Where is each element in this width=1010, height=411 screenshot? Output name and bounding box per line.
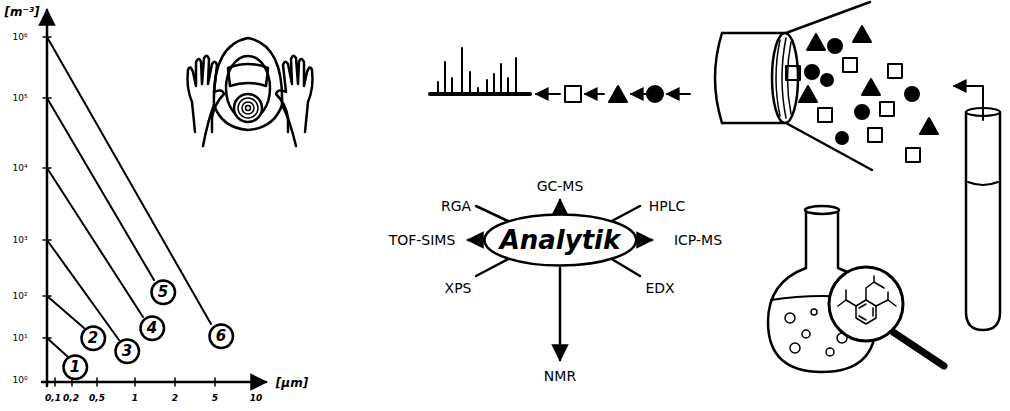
analyzer-cylinder <box>715 2 872 170</box>
callout-circle: 2 <box>80 325 107 352</box>
callout-number: 5 <box>158 284 168 301</box>
cleanroom-person <box>188 38 313 146</box>
method-label: ICP-MS <box>674 232 722 248</box>
method-label: XPS <box>445 280 472 296</box>
test-tube <box>954 86 1000 330</box>
method-title: Analytik <box>500 226 621 255</box>
callout-circle: 1 <box>62 354 89 381</box>
callout-number: 1 <box>70 359 80 376</box>
axis-label: 10 <box>250 393 263 403</box>
method-label: HPLC <box>649 198 686 214</box>
axis-label: 2 <box>172 393 178 403</box>
callout-number: 6 <box>216 328 226 345</box>
particles <box>786 26 938 162</box>
axis-label: 0,2 <box>63 393 79 403</box>
callout-circle: 6 <box>208 323 235 350</box>
callout-number: 4 <box>147 320 157 337</box>
method-label: EDX <box>645 280 674 296</box>
axis-label: 10⁵ <box>12 93 27 103</box>
axis-label: 10⁶ <box>12 32 27 42</box>
axis-label: 10¹ <box>12 333 27 343</box>
axis-label: 10⁰ <box>12 375 27 385</box>
callout-number: 3 <box>122 343 132 360</box>
axis-label: 10³ <box>12 235 27 245</box>
axis-label: 0,5 <box>89 393 105 403</box>
callout-circle: 4 <box>139 315 166 342</box>
axis-label: 5 <box>212 393 218 403</box>
axis-label: 10² <box>12 291 27 301</box>
magnifying-glass <box>829 267 944 366</box>
distribution-lines <box>47 37 211 357</box>
method-label: TOF-SIMS <box>389 232 456 248</box>
callout-circle: 3 <box>114 338 141 365</box>
axis-label: 10⁴ <box>12 163 27 173</box>
axis-label: 0,1 <box>45 393 61 403</box>
method-label: GC-MS <box>537 178 584 194</box>
axis-label: 1 <box>132 393 138 403</box>
method-spokes <box>468 200 652 360</box>
callout-circle: 5 <box>150 279 177 306</box>
axis-label: [μm] <box>276 376 308 390</box>
mass-spectrum <box>430 48 690 102</box>
method-label: RGA <box>441 198 471 214</box>
axis-label: [m⁻³] <box>4 5 39 19</box>
method-label: NMR <box>544 368 576 384</box>
method-ellipse: Analytik <box>483 213 638 267</box>
callout-number: 2 <box>88 330 98 347</box>
